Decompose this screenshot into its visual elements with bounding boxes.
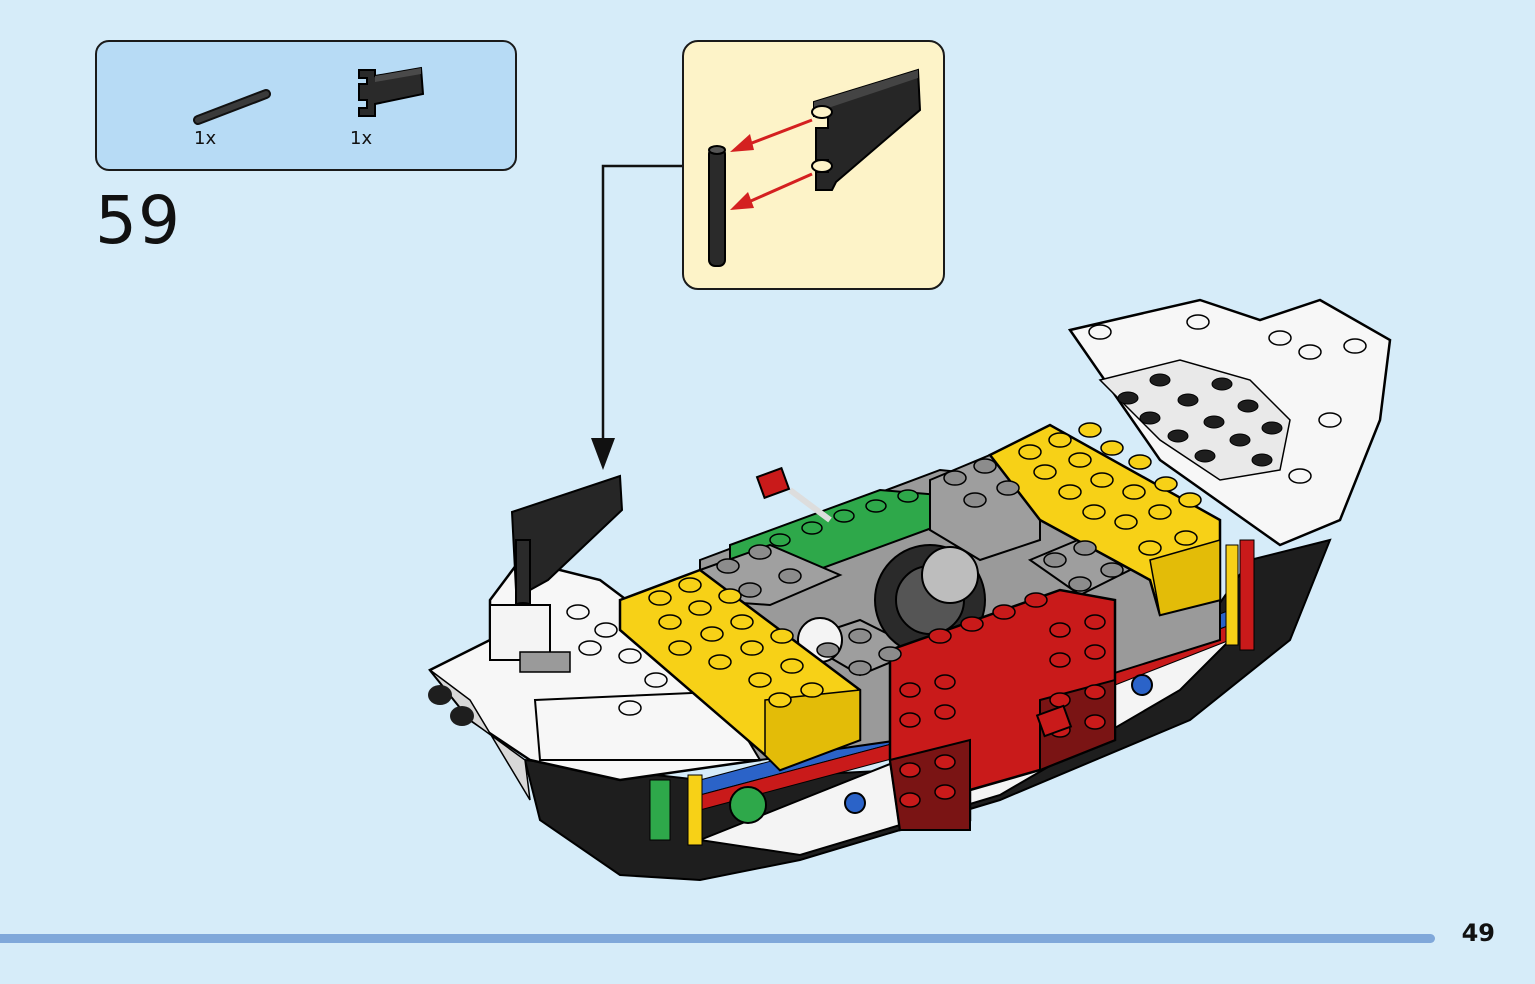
step-number: 59 (95, 182, 181, 259)
part-quantity: 1x (194, 128, 217, 149)
fin-plate-icon (811, 68, 922, 191)
fin-plate-icon (358, 66, 425, 117)
axle-icon (193, 89, 271, 125)
axle-icon (708, 145, 726, 267)
page-number: 49 (1461, 919, 1495, 947)
part-quantity: 1x (350, 128, 373, 149)
parts-list-box: 1x 1x (95, 40, 517, 171)
footer-bar (0, 934, 1435, 943)
sub-assembly-callout (682, 40, 945, 290)
lego-boat-model-icon (428, 298, 1392, 882)
red-arrow-icon (730, 118, 813, 210)
sub-assembly-illustration (708, 68, 922, 267)
placement-arrow-icon (591, 164, 682, 470)
